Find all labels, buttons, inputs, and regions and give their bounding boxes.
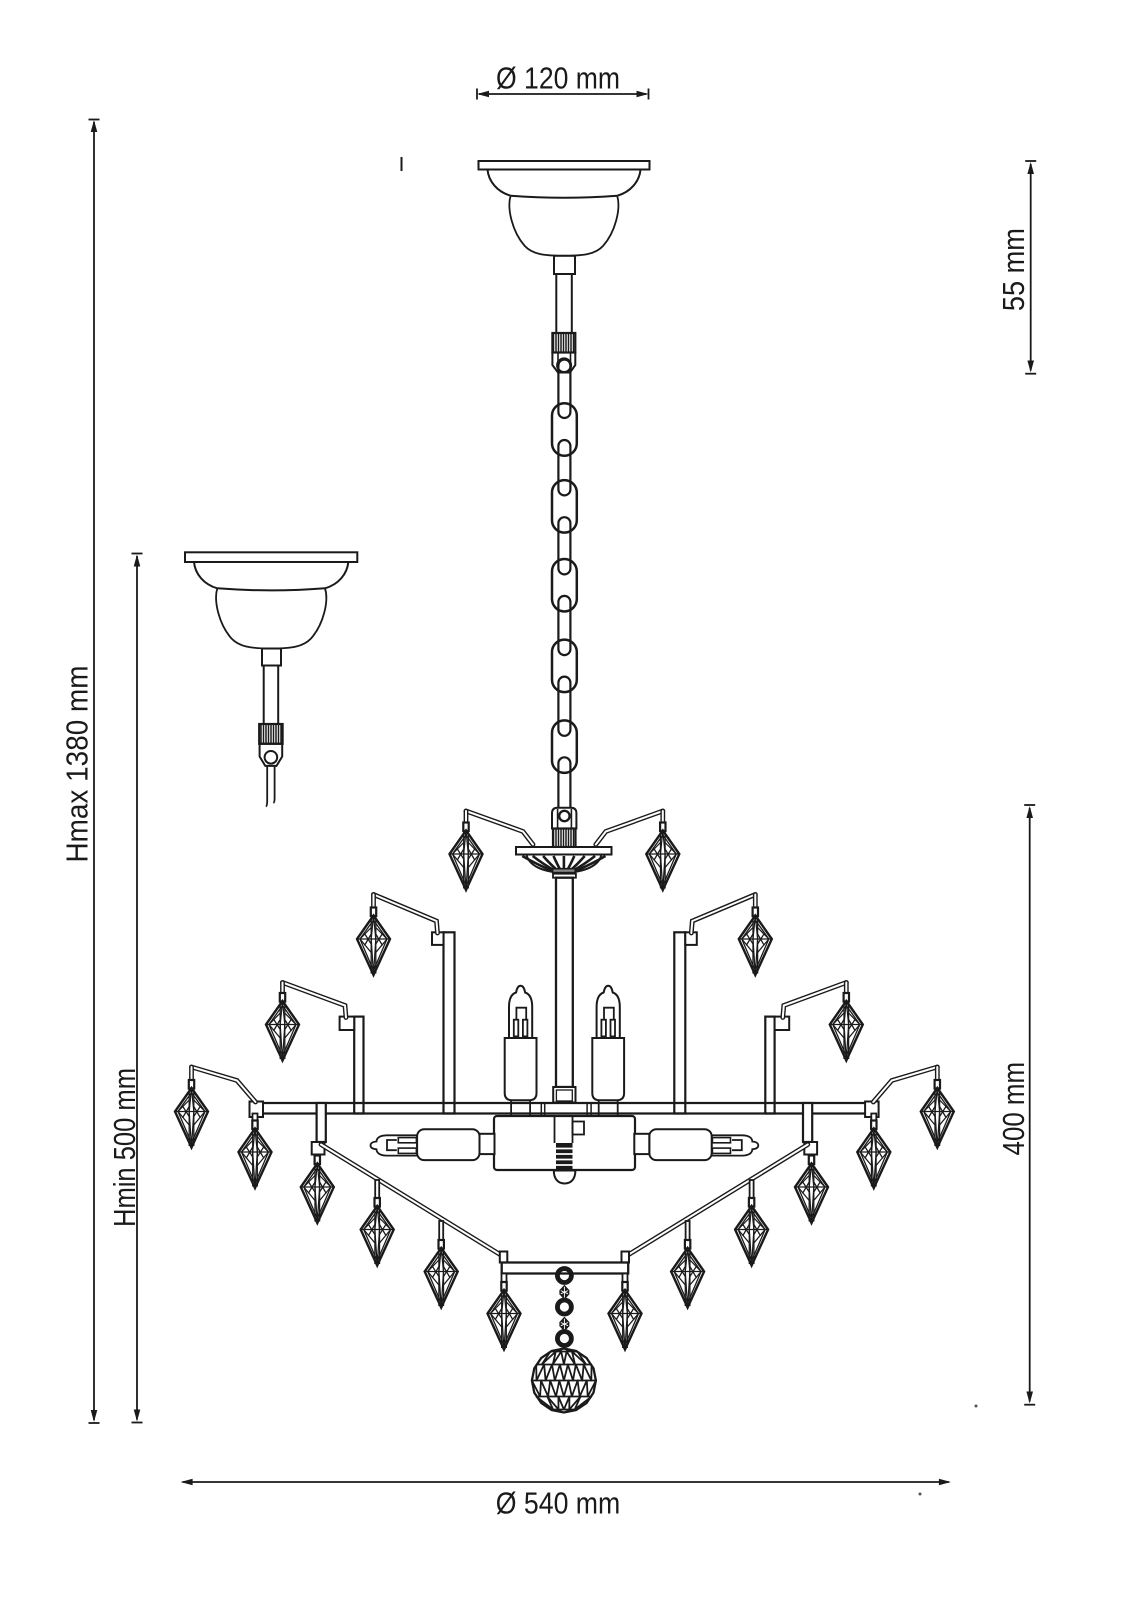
svg-text:Hmax 1380 mm: Hmax 1380 mm — [60, 666, 95, 863]
svg-text:Ø 540 mm: Ø 540 mm — [496, 1486, 621, 1521]
svg-text:Ø 120 mm: Ø 120 mm — [496, 61, 620, 96]
svg-text:Hmin 500 mm: Hmin 500 mm — [107, 1068, 142, 1227]
svg-text:55 mm: 55 mm — [996, 228, 1031, 311]
svg-text:400 mm: 400 mm — [996, 1062, 1031, 1156]
